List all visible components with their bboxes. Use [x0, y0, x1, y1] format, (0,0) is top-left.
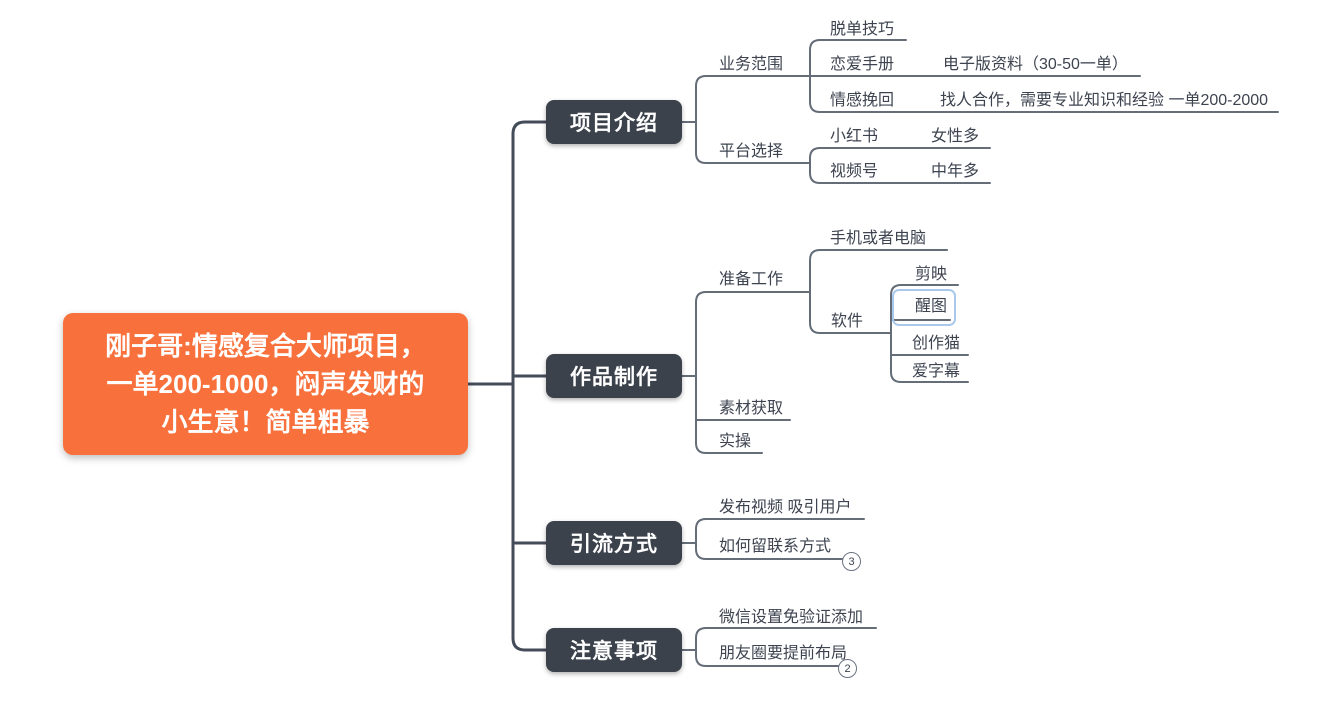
topic-video-channel[interactable]: 视频号: [830, 163, 879, 180]
root-topic[interactable]: 刚子哥:情感复合大师项目， 一单200-1000，闷声发财的 小生意！简单粗暴: [63, 313, 468, 455]
topic-single-exit-skills[interactable]: 脱单技巧: [830, 21, 895, 38]
topic-software[interactable]: 软件: [831, 313, 864, 330]
topic-material-acquisition[interactable]: 素材获取: [719, 400, 784, 417]
root-topic-line-1: 刚子哥:情感复合大师项目，: [105, 331, 426, 361]
topic-count-badge: 2: [838, 659, 857, 678]
sub-topic-links: [681, 39, 1279, 667]
topic-wechat-no-verify[interactable]: 微信设置免验证添加: [719, 609, 864, 626]
note-middle-aged[interactable]: 中年多: [931, 163, 980, 180]
topic-business-scope[interactable]: 业务范围: [719, 56, 784, 73]
note-cooperation-needed[interactable]: 找人合作，需要专业知识和经验 一单200-2000: [940, 92, 1269, 109]
branch-precautions[interactable]: 注意事项: [546, 628, 682, 672]
main-branch-links: [466, 120, 549, 652]
branch-project-intro[interactable]: 项目介绍: [546, 100, 682, 144]
topic-love-manual[interactable]: 恋爱手册: [830, 56, 895, 73]
root-topic-line-2: 一单200-1000，闷声发财的: [106, 369, 425, 399]
note-mostly-female[interactable]: 女性多: [931, 128, 980, 145]
root-topic-line-3: 小生意！简单粗暴: [161, 407, 370, 437]
branch-content-creation[interactable]: 作品制作: [546, 354, 682, 398]
branch-traffic-method[interactable]: 引流方式: [546, 521, 682, 565]
selected-topic-outline: [892, 289, 956, 326]
topic-moments-layout[interactable]: 朋友圈要提前布局: [719, 645, 848, 662]
topic-practice[interactable]: 实操: [719, 433, 752, 450]
topic-platform-choice[interactable]: 平台选择: [719, 143, 784, 160]
note-ebook-material[interactable]: 电子版资料（30-50一单）: [943, 56, 1128, 73]
topic-aizimu[interactable]: 爱字幕: [912, 363, 961, 380]
topic-count-badge: 3: [842, 552, 861, 571]
topic-phone-or-computer[interactable]: 手机或者电脑: [830, 230, 927, 247]
topic-preparation[interactable]: 准备工作: [719, 271, 784, 288]
topic-xiaohongshu[interactable]: 小红书: [830, 128, 879, 145]
topic-publish-video[interactable]: 发布视频 吸引用户: [719, 499, 852, 516]
topic-emotion-recovery[interactable]: 情感挽回: [830, 92, 895, 109]
topic-xingtu[interactable]: 醒图: [915, 298, 948, 315]
topic-jianying[interactable]: 剪映: [915, 266, 948, 283]
topic-chuangzuomao[interactable]: 创作猫: [912, 335, 961, 352]
topic-leave-contact[interactable]: 如何留联系方式: [719, 538, 832, 555]
